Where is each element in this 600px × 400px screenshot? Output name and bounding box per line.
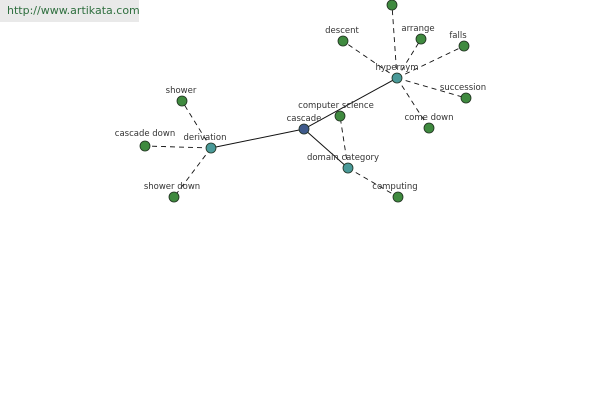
- node-dot-cascade[interactable]: [298, 123, 310, 135]
- node-label-shower-down: shower down: [144, 182, 200, 192]
- node-dot-come-down[interactable]: [423, 122, 435, 134]
- node-label-cascade-down: cascade down: [115, 129, 175, 139]
- node-hypernym[interactable]: hypernym: [375, 63, 419, 84]
- node-dot-cascade-down[interactable]: [139, 140, 151, 152]
- graph-edges: [144, 4, 467, 198]
- node-label-derivation: derivation: [183, 133, 226, 143]
- node-dot-succession[interactable]: [460, 92, 472, 104]
- node-label-succession: succession: [440, 83, 486, 93]
- node-dot-computer-science[interactable]: [334, 110, 346, 122]
- edge-domain-category-computing: [347, 167, 399, 198]
- node-descent[interactable]: descent: [325, 26, 359, 47]
- edge-hypernym-descent: [342, 40, 398, 79]
- edge-derivation-cascade-down: [144, 145, 212, 149]
- edge-derivation-shower: [181, 100, 212, 149]
- node-dot-shower-down[interactable]: [168, 191, 180, 203]
- node-label-descent: descent: [325, 26, 359, 36]
- node-label-falls: falls: [449, 31, 467, 41]
- node-label-arrange: arrange: [401, 24, 434, 34]
- node-hyp-top[interactable]: [386, 0, 398, 11]
- site-url-link[interactable]: http://www.artikata.com: [7, 4, 140, 17]
- node-dot-derivation[interactable]: [205, 142, 217, 154]
- node-derivation[interactable]: derivation: [183, 133, 227, 154]
- node-computer-science[interactable]: computer science: [298, 101, 374, 122]
- node-falls[interactable]: falls: [449, 31, 470, 52]
- edge-cascade-domain-category: [303, 128, 349, 169]
- node-arrange[interactable]: arrange: [401, 24, 435, 45]
- edge-cascade-derivation: [210, 128, 305, 149]
- node-come-down[interactable]: come down: [404, 113, 454, 134]
- edge-hypernym-come-down: [396, 77, 430, 129]
- node-dot-descent[interactable]: [337, 35, 349, 47]
- site-url-bar: http://www.artikata.com: [0, 0, 140, 22]
- node-cascade-down[interactable]: cascade down: [115, 129, 175, 152]
- node-succession[interactable]: succession: [440, 83, 486, 104]
- node-dot-falls[interactable]: [458, 40, 470, 52]
- node-dot-domain-category[interactable]: [342, 162, 354, 174]
- node-domain-category[interactable]: domain category: [307, 153, 379, 174]
- node-label-domain-category: domain category: [307, 153, 379, 163]
- node-dot-hypernym[interactable]: [391, 72, 403, 84]
- node-label-computer-science: computer science: [298, 101, 374, 111]
- node-dot-computing[interactable]: [392, 191, 404, 203]
- node-dot-arrange[interactable]: [415, 33, 427, 45]
- node-shower[interactable]: shower: [166, 86, 197, 107]
- node-cascade[interactable]: cascade: [287, 114, 322, 135]
- node-computing[interactable]: computing: [372, 182, 418, 203]
- node-shower-down[interactable]: shower down: [144, 182, 200, 203]
- node-label-come-down: come down: [404, 113, 453, 123]
- edge-hypernym-arrange: [396, 38, 422, 79]
- node-label-shower: shower: [166, 86, 197, 96]
- edge-hypernym-hyp-top: [391, 4, 398, 79]
- edge-hypernym-succession: [396, 77, 467, 99]
- node-dot-shower[interactable]: [176, 95, 188, 107]
- node-dot-hyp-top[interactable]: [386, 0, 398, 11]
- graph-nodes: cascade derivation hypernym domain category…: [115, 0, 486, 203]
- edge-derivation-shower-down: [173, 147, 212, 198]
- edge-hypernym-falls: [396, 45, 465, 79]
- node-label-hypernym: hypernym: [375, 63, 418, 73]
- node-label-cascade: cascade: [287, 114, 322, 124]
- node-label-computing: computing: [372, 182, 417, 192]
- edge-cascade-hypernym: [303, 77, 398, 130]
